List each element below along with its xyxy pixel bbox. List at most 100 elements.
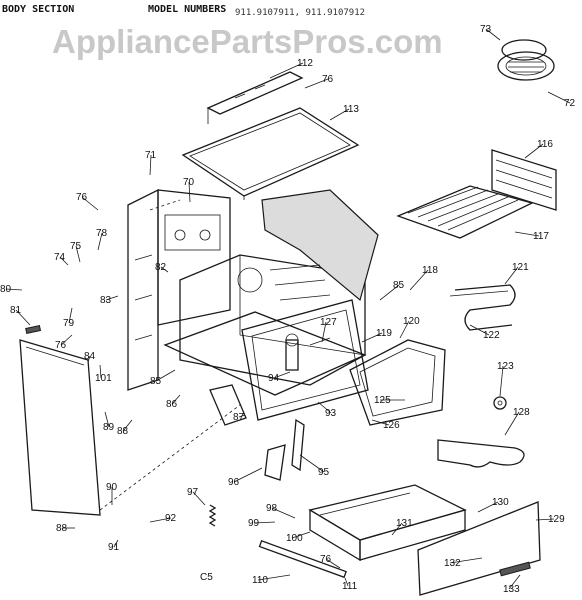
callout-leader <box>485 28 501 41</box>
callout-76: 76 <box>320 554 332 565</box>
callout-97: 97 <box>187 487 199 498</box>
callout-70: 70 <box>183 177 195 188</box>
callout-122: 122 <box>483 330 500 341</box>
callout-93: 93 <box>325 408 337 419</box>
callout-leader <box>188 181 191 203</box>
callout-76: 76 <box>76 192 88 203</box>
part-broil-insert <box>491 149 557 211</box>
callout-96: 96 <box>228 477 240 488</box>
diagram-code: C5 <box>200 572 213 583</box>
callout-119: 119 <box>376 328 392 339</box>
callout-71: 71 <box>145 150 157 161</box>
callout-101: 101 <box>95 373 112 384</box>
part-bake-element <box>449 284 516 331</box>
model-label: MODEL NUMBERS <box>148 4 226 15</box>
callout-leader <box>317 401 332 414</box>
callout-leader <box>75 245 81 263</box>
callout-leader <box>104 411 110 428</box>
callout-leader <box>238 414 246 418</box>
callout-74: 74 <box>54 252 66 263</box>
callout-leader <box>233 467 263 483</box>
callout-leader <box>409 269 429 291</box>
callout-leader <box>344 577 349 587</box>
callout-125: 125 <box>374 395 391 406</box>
callout-89: 89 <box>103 422 115 433</box>
callout-leader <box>391 522 403 536</box>
callout-76: 76 <box>55 340 67 351</box>
callout-leader <box>514 231 540 237</box>
callout-leader <box>271 507 296 519</box>
callout-123: 123 <box>497 361 514 372</box>
callout-78: 78 <box>96 228 108 239</box>
callout-leader <box>5 288 23 291</box>
callout-layer: 1127611373721161177170767874758280837981… <box>0 24 576 595</box>
callout-leader <box>160 266 169 273</box>
callout-120: 120 <box>403 316 420 327</box>
callout-73: 73 <box>480 24 492 35</box>
callout-leader <box>535 518 555 521</box>
callout-leader <box>59 256 69 266</box>
callout-100: 100 <box>286 533 303 544</box>
callout-leader <box>524 143 544 159</box>
part-oven-body <box>163 189 379 396</box>
callout-85: 85 <box>150 376 162 387</box>
callout-88: 88 <box>56 523 68 534</box>
callout-leader <box>273 371 291 379</box>
callout-leader <box>371 419 390 426</box>
part-drawer-front <box>417 501 541 596</box>
part-storage-drawer <box>308 484 467 562</box>
callout-75: 75 <box>70 241 82 252</box>
callout-leader <box>99 364 102 379</box>
callout-129: 129 <box>548 514 565 525</box>
callout-leader <box>60 334 73 346</box>
callout-118: 118 <box>422 265 438 276</box>
callout-116: 116 <box>537 139 553 150</box>
callout-leader <box>122 419 133 432</box>
callout-83: 83 <box>100 295 112 306</box>
callout-leader <box>504 266 519 285</box>
callout-leader <box>304 78 329 89</box>
callout-85: 85 <box>393 280 405 291</box>
callout-133: 133 <box>503 584 520 595</box>
callout-132: 132 <box>444 558 461 569</box>
part-top-trim <box>206 71 304 124</box>
callout-leader <box>449 557 483 564</box>
callout-99: 99 <box>248 518 260 529</box>
callout-127: 127 <box>320 317 337 328</box>
callout-95: 95 <box>318 467 330 478</box>
callout-79: 79 <box>63 318 75 329</box>
callout-128: 128 <box>513 407 530 418</box>
part-cooktop-panel <box>181 107 360 200</box>
callout-leader <box>87 355 91 363</box>
callout-98: 98 <box>266 503 278 514</box>
part-burner <box>285 333 331 371</box>
callout-leader <box>547 91 571 104</box>
callout-leader <box>321 321 327 343</box>
assembly-line <box>99 404 241 511</box>
callout-112: 112 <box>297 58 313 69</box>
callout-leader <box>504 411 520 436</box>
callout-leader <box>269 62 304 79</box>
callout-92: 92 <box>165 513 177 524</box>
callout-82: 82 <box>155 262 167 273</box>
part-left-side-panel <box>127 188 231 391</box>
callout-leader <box>81 196 99 211</box>
part-knob <box>493 396 507 410</box>
callout-leader <box>379 284 400 301</box>
callout-leader <box>149 517 172 523</box>
callout-126: 126 <box>383 420 400 431</box>
part-side-panel <box>19 339 101 516</box>
callout-leader <box>361 332 383 343</box>
callout-117: 117 <box>533 231 549 242</box>
part-clip <box>25 324 42 334</box>
callout-leader <box>329 108 350 121</box>
callout-leader <box>113 539 119 548</box>
watermark: AppliancePartsPros.com <box>52 23 443 60</box>
callout-leader <box>149 154 152 176</box>
callout-130: 130 <box>492 497 509 508</box>
callout-leader <box>469 324 490 336</box>
part-drawer-rail <box>258 539 347 579</box>
callout-leader <box>68 307 73 324</box>
part-door-liner <box>349 339 446 426</box>
